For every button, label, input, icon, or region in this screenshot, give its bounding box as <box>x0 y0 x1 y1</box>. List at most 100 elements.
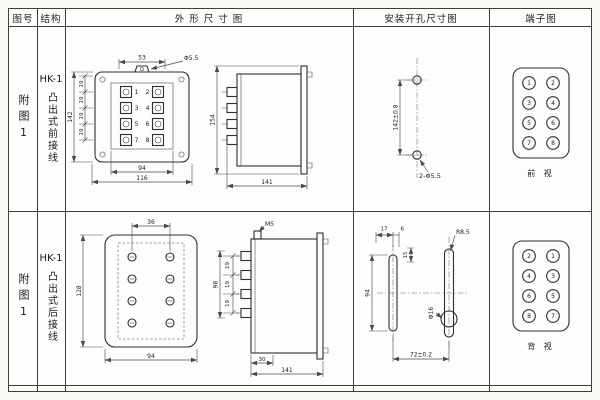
svg-text:1: 1 <box>527 80 531 87</box>
dim-side-height: 154 <box>210 114 217 126</box>
svg-text:1: 1 <box>135 89 139 96</box>
row1-fig-no-cell: 附图1 <box>9 26 37 211</box>
dim-depth-offset: 30 <box>259 357 266 363</box>
row1-fig-no: 附图1 <box>17 93 31 144</box>
row2-structure-cell: HK-1 凸出式后接线 <box>37 211 65 385</box>
svg-text:3: 3 <box>551 273 555 280</box>
svg-text:8: 8 <box>527 313 531 320</box>
svg-text:5: 5 <box>527 120 531 127</box>
mounting-drawing-rear-wiring: 94 17 6 15 R8.5 Φ16 72±0.2 <box>365 227 470 362</box>
svg-text:8: 8 <box>146 137 150 144</box>
svg-text:7: 7 <box>527 140 531 147</box>
dim-pitch: 72±0.2 <box>410 352 432 359</box>
dim-bottom-width: 94 <box>147 353 155 360</box>
dimension-lines <box>71 59 308 189</box>
svg-text:4: 4 <box>527 273 531 280</box>
svg-text:1: 1 <box>551 253 555 260</box>
relay-rear-view <box>104 234 198 348</box>
divider <box>9 211 591 212</box>
svg-text:4: 4 <box>551 100 555 107</box>
dim-top-width: 36 <box>147 219 155 226</box>
dim-hole-spec: 2-Φ5.5 <box>419 172 441 180</box>
terminal-diagram-front: 1 3 5 7 2 4 6 8 前 视 <box>512 67 570 178</box>
dimension-lines <box>397 79 429 173</box>
dim-pitch: 19 <box>79 80 85 87</box>
svg-text:6: 6 <box>146 121 150 128</box>
dim-17: 17 <box>381 227 388 233</box>
svg-text:5: 5 <box>551 293 555 300</box>
terminal-diagram-numbers: 1 3 5 7 2 4 6 8 <box>527 80 555 147</box>
dim-stud: M5 <box>265 221 274 228</box>
relay-side-view-rear <box>236 230 329 360</box>
divider <box>489 9 490 391</box>
row2-model: HK-1 <box>39 253 63 264</box>
divider <box>353 9 354 391</box>
dim-pitch: 19 <box>79 112 85 119</box>
header-structure: 结构 <box>40 13 62 25</box>
header-terminal: 端子图 <box>525 13 557 25</box>
terminal-diagram-rear: 2 4 6 8 1 3 5 7 背 视 <box>512 240 570 351</box>
dim-top-width: 53 <box>138 55 146 62</box>
svg-text:7: 7 <box>135 137 139 144</box>
dim-hole-dia: Φ5.5 <box>184 55 198 62</box>
svg-text:4: 4 <box>146 105 150 112</box>
view-label-front: 前 视 <box>527 168 555 178</box>
row1-structure: 凸出式前接线 <box>45 91 57 164</box>
mounting-slots <box>377 237 467 349</box>
svg-text:6: 6 <box>527 293 531 300</box>
dim-pitch: 19 <box>225 281 231 288</box>
header-fig-no: 图号 <box>12 13 34 25</box>
terminal-numbers: 1 2 3 4 5 6 7 8 <box>135 89 150 144</box>
dim-bottom-inner: 94 <box>138 165 146 172</box>
divider <box>37 9 38 391</box>
terminal-block <box>512 240 570 332</box>
svg-text:3: 3 <box>527 100 531 107</box>
row2-fig-no: 附图1 <box>17 273 31 323</box>
outline-drawing-rear-wiring: 36 128 94 M5 19 19 19 98 30 141 <box>76 219 329 377</box>
svg-text:7: 7 <box>551 313 555 320</box>
divider <box>9 385 591 386</box>
relay-front-view: 1 2 3 4 5 6 7 8 <box>94 65 190 163</box>
dim-slot: Φ16 <box>428 307 435 320</box>
divider <box>9 26 591 27</box>
dim-pitch: 19 <box>79 128 85 135</box>
header-mounting: 安装开孔尺寸图 <box>384 13 458 25</box>
svg-text:2: 2 <box>527 253 531 260</box>
dim-height-total: 142 <box>67 111 74 123</box>
row2-fig-no-cell: 附图1 <box>9 211 37 385</box>
terminal-block <box>512 67 570 159</box>
row1-model: HK-1 <box>39 73 63 85</box>
row1-structure-cell: HK-1 凸出式前接线 <box>37 26 65 211</box>
dim-side-depth: 141 <box>261 179 273 186</box>
divider <box>65 9 66 391</box>
row2-structure: 凸出式后接线 <box>45 271 57 343</box>
dimension-lines <box>369 232 456 362</box>
svg-text:8: 8 <box>551 140 555 147</box>
dim-height-left: 128 <box>76 285 83 297</box>
dim-hole-pitch: 142±0.8 <box>393 104 400 130</box>
dim-6: 6 <box>401 227 405 233</box>
svg-text:2: 2 <box>146 89 150 96</box>
dim-pitch: 19 <box>79 96 85 103</box>
terminal-screws <box>119 85 165 147</box>
dim-side-depth: 141 <box>281 367 293 374</box>
dim-bottom-outer: 116 <box>136 175 148 182</box>
mounting-drawing-front-wiring: 142±0.8 2-Φ5.5 <box>393 58 441 180</box>
mounting-holes <box>406 58 428 178</box>
svg-text:5: 5 <box>135 121 139 128</box>
header-outline: 外 形 尺 寸 图 <box>174 13 244 25</box>
terminal-diagram-numbers: 2 4 6 8 1 3 5 7 <box>527 253 555 320</box>
dim-pitch: 19 <box>225 262 231 269</box>
outline-drawing-front-wiring: 1 2 3 4 5 6 7 8 <box>67 55 313 189</box>
dim-pitch-total: 98 <box>213 281 220 289</box>
dim-15: 15 <box>403 251 409 258</box>
dim-height: 94 <box>365 289 372 297</box>
view-label-rear: 背 视 <box>527 341 555 351</box>
dim-radius: R8.5 <box>456 229 470 236</box>
dim-pitch: 19 <box>225 300 231 307</box>
svg-text:3: 3 <box>135 105 139 112</box>
drawing-table: 图号 结构 外 形 尺 寸 图 安装开孔尺寸图 端子图 附图1 HK-1 凸出式… <box>8 8 592 392</box>
svg-text:2: 2 <box>551 80 555 87</box>
dimension-lines <box>80 223 324 377</box>
svg-text:6: 6 <box>551 120 555 127</box>
